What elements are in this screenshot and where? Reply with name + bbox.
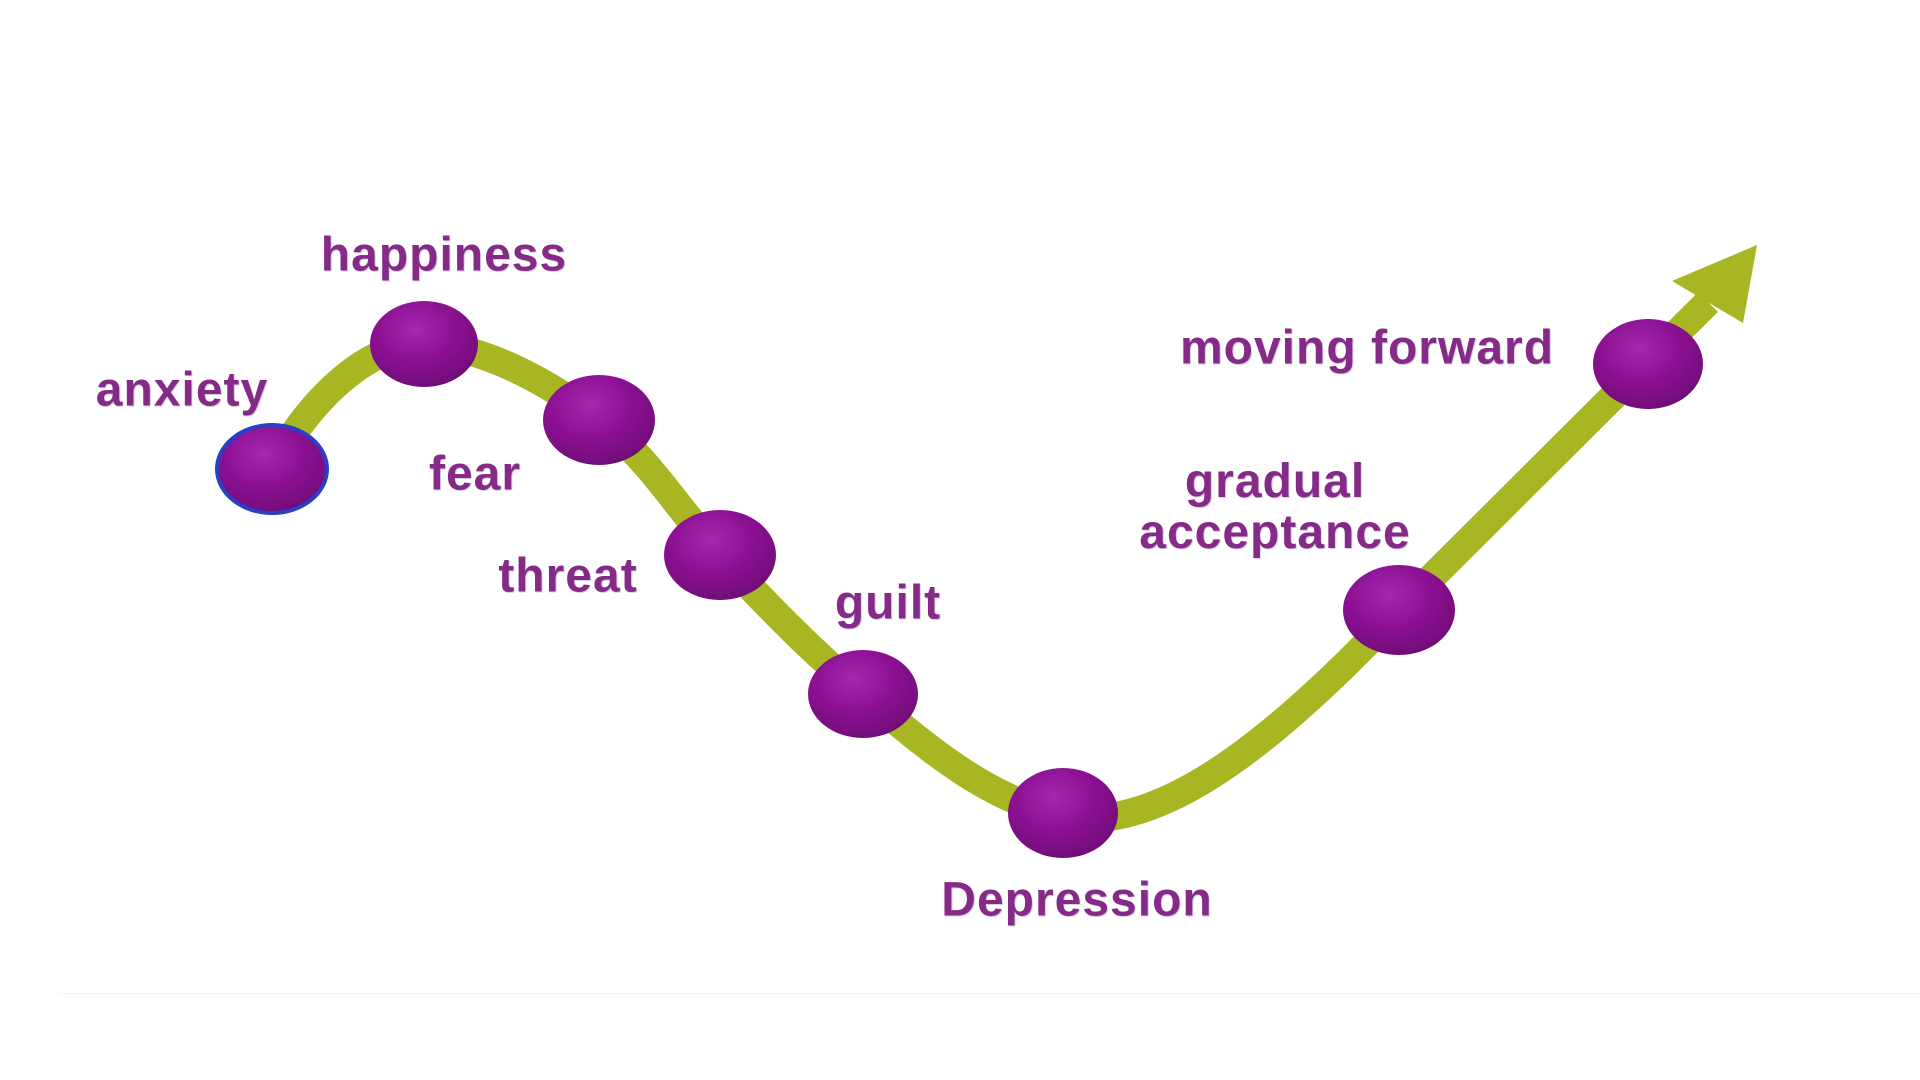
arrow-head-icon [1672,245,1757,323]
stage-label-gradual-acceptance: gradual acceptance [1139,455,1411,559]
stage-label-happiness: happiness [320,228,568,282]
stage-dot-anxiety [215,423,329,515]
journey-curve-path [259,292,1718,833]
stage-dot-gradual-acceptance [1343,565,1455,655]
stage-label-anxiety: anxiety [95,363,269,417]
stage-dot-fear [543,375,655,465]
stage-dot-guilt [808,650,918,738]
stage-label-moving-forward: moving forward [1179,321,1555,375]
stage-label-guilt: guilt [834,576,942,630]
slide-edge-line [58,993,1920,994]
stage-dot-depression [1008,768,1118,858]
stage-label-threat: threat [498,549,638,603]
stage-dot-threat [664,510,776,600]
stage-dot-happiness [370,301,478,387]
stage-label-depression: Depression [941,873,1213,927]
stage-label-fear: fear [428,447,522,501]
stage-dot-moving-forward [1593,319,1703,409]
